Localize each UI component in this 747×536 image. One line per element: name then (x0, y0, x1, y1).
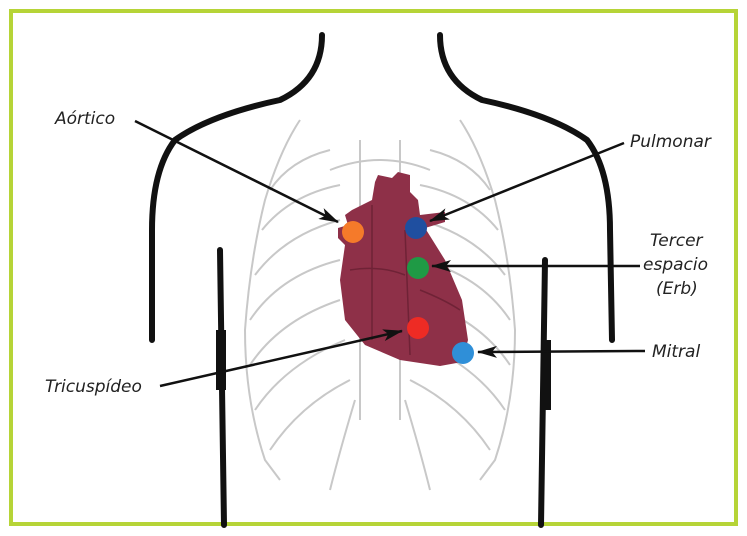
erb-point (407, 257, 429, 279)
erb-label-line3: (Erb) (656, 279, 698, 299)
pulmonary-label: Pulmonar (630, 132, 712, 152)
tricuspid-label: Tricuspídeo (45, 377, 142, 397)
mitral-label: Mitral (652, 342, 700, 362)
mitral-arrow (477, 345, 646, 358)
left-arm-edge (216, 330, 226, 390)
aortic-arrow (134, 119, 339, 224)
pulmonary-arrow (429, 141, 625, 223)
tricuspid-arrow (159, 329, 403, 388)
aortic-label: Aórtico (54, 109, 115, 129)
erb-label-line1: Tercer (650, 231, 704, 251)
tricuspid-point (407, 317, 429, 339)
mitral-point (452, 342, 474, 364)
frame-border (9, 9, 738, 526)
right-arm-edge (541, 340, 551, 410)
pulmonary-point (405, 217, 427, 239)
erb-label-line2: espacio (643, 255, 708, 275)
aortic-point (342, 221, 364, 243)
